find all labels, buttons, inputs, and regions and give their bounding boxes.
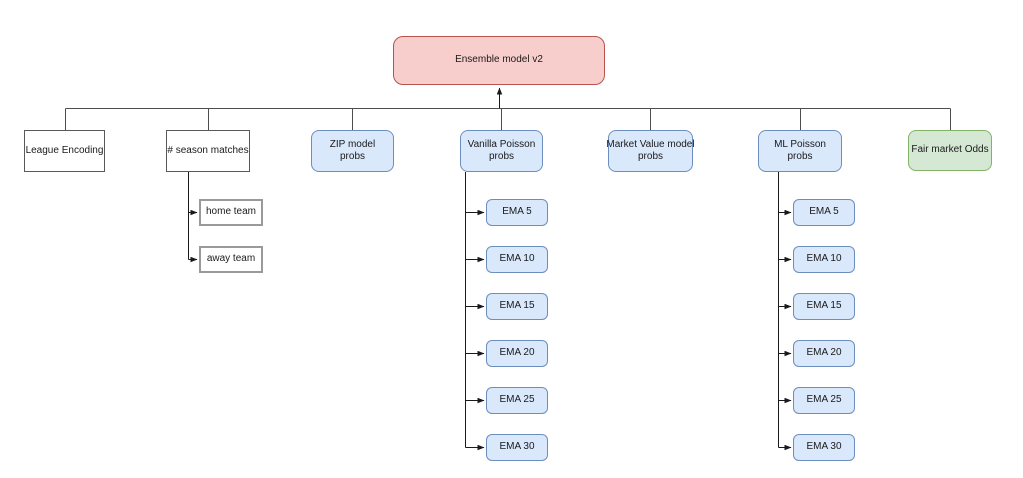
node-ml-ema-25: EMA 25 <box>793 387 855 414</box>
ml-poisson-children-connector <box>778 172 792 451</box>
node-vanilla-ema-30: EMA 30 <box>486 434 548 461</box>
vanilla-poisson-children-connector <box>465 172 485 451</box>
node-ml-ema-5: EMA 5 <box>793 199 855 226</box>
node-vanilla-ema-5: EMA 5 <box>486 199 548 226</box>
node-ml-ema-10: EMA 10 <box>793 246 855 273</box>
node-fair-market-odds: Fair market Odds <box>908 130 992 171</box>
node-vanilla-ema-20: EMA 20 <box>486 340 548 367</box>
node-ml-ema-15: EMA 15 <box>793 293 855 320</box>
node-league-encoding: League Encoding <box>24 130 105 172</box>
season-matches-children-connector <box>188 172 198 263</box>
node-home-team: home team <box>199 199 263 226</box>
node-vanilla-ema-25: EMA 25 <box>486 387 548 414</box>
node-market-value: Market Value model probs <box>606 130 695 172</box>
node-vanilla-poisson: Vanilla Poisson probs <box>460 130 543 172</box>
node-away-team: away team <box>199 246 263 273</box>
node-vanilla-ema-10: EMA 10 <box>486 246 548 273</box>
node-ml-ema-30: EMA 30 <box>793 434 855 461</box>
node-zip-model: ZIP model probs <box>311 130 394 172</box>
trunk-connector <box>65 108 951 130</box>
node-ensemble-root: Ensemble model v2 <box>393 36 605 85</box>
node-ml-poisson: ML Poisson probs <box>758 130 842 172</box>
node-season-matches: # season matches <box>166 130 250 172</box>
node-vanilla-ema-15: EMA 15 <box>486 293 548 320</box>
node-ml-ema-20: EMA 20 <box>793 340 855 367</box>
